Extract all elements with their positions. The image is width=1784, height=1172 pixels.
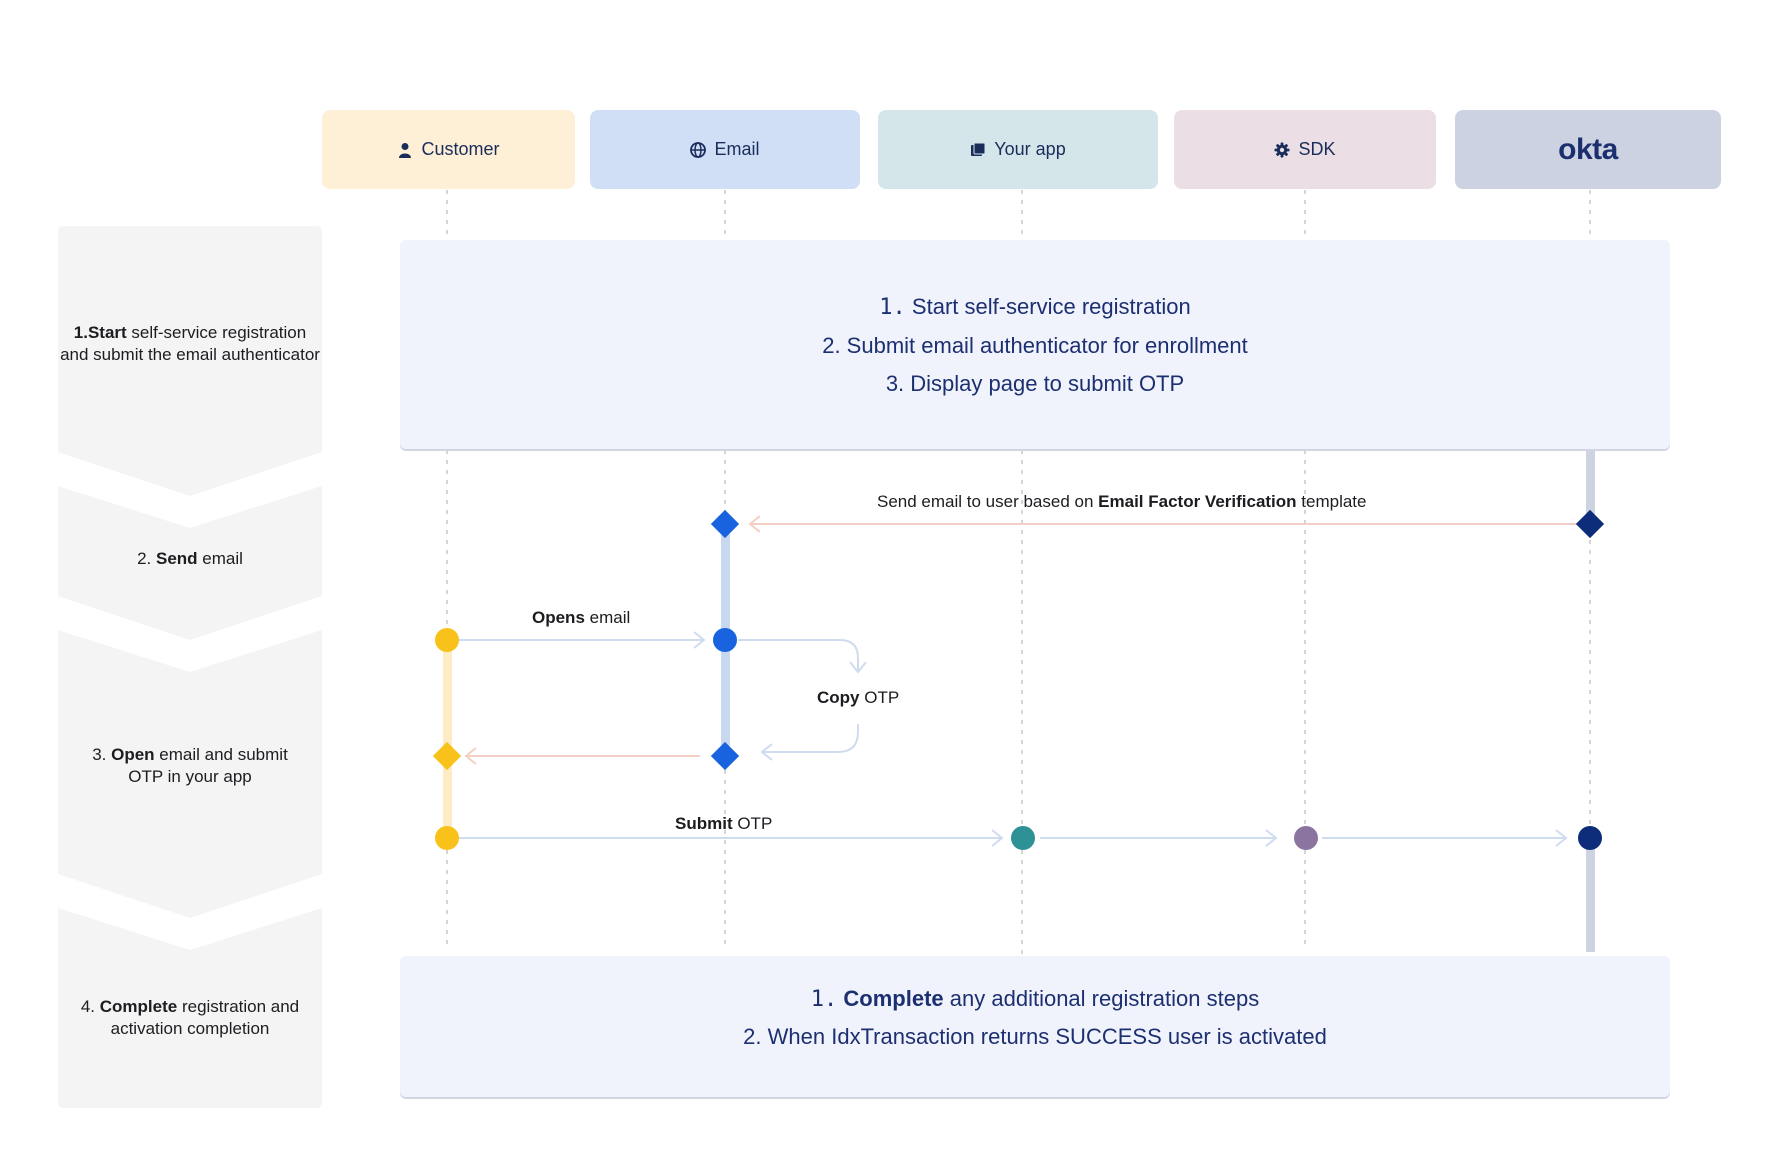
customer-submit-node	[435, 826, 459, 850]
opens-email-label: Opens email	[532, 608, 631, 627]
lane-your-app: Your app	[878, 110, 1158, 189]
email-copy-node	[710, 741, 740, 771]
completion-box: 1. Complete any additional registration …	[400, 956, 1670, 1097]
okta-logo: okta	[1558, 132, 1618, 166]
okta-submit-node	[1578, 826, 1602, 850]
okta-send-node	[1575, 509, 1605, 539]
box1-line3: 3. Display page to submit OTP	[885, 371, 1185, 396]
step-1-label: 1.Start self-service registration and su…	[60, 323, 320, 364]
lane-label: Customer	[421, 139, 500, 159]
lane-label: Email	[714, 139, 760, 159]
lane-customer: Customer	[322, 110, 575, 189]
lane-sdk: SDK	[1174, 110, 1436, 189]
step-chevron-2	[58, 486, 322, 640]
copy-otp-loop-top	[738, 639, 859, 670]
lane-label: SDK	[1298, 139, 1336, 159]
step-3-label: 3. Open email and submit OTP in your app	[92, 745, 288, 786]
copy-otp-loop-bottom	[762, 724, 859, 753]
sdk-node	[1294, 826, 1318, 850]
box2-line2: 2. When IdxTransaction returns SUCCESS u…	[743, 1024, 1327, 1049]
customer-open-node	[435, 628, 459, 652]
step-2-label: 2. Send email	[137, 549, 243, 568]
submit-otp-label: Submit OTP	[675, 814, 773, 833]
step-chevron-1	[58, 226, 322, 496]
lane-label: Your app	[994, 139, 1066, 159]
globe-icon	[690, 141, 707, 158]
email-open-node	[713, 628, 737, 652]
registration-box: 1. Start self-service registration 2. Su…	[400, 240, 1670, 449]
step-chevron-4	[58, 908, 322, 1108]
person-icon	[397, 142, 413, 158]
step-4-label: 4. Complete registration and activation …	[80, 997, 300, 1038]
box1-line1: 1. Start self-service registration	[879, 294, 1191, 320]
lane-okta: okta	[1455, 110, 1721, 189]
okta-activation-bar-1	[1586, 450, 1595, 526]
your-app-node	[1011, 826, 1035, 850]
app-icon	[970, 142, 986, 158]
box1-line2: 2. Submit email authenticator for enroll…	[822, 333, 1248, 358]
step-chevron-3	[58, 630, 322, 918]
send-email-label: Send email to user based on Email Factor…	[877, 492, 1367, 511]
customer-otp-node	[432, 741, 462, 771]
email-receive-node	[710, 509, 740, 539]
copy-otp-label: Copy OTP	[817, 688, 900, 707]
gear-icon	[1274, 142, 1290, 158]
customer-activation-bar	[443, 640, 452, 838]
lane-email: Email	[590, 110, 860, 189]
okta-activation-bar-2	[1586, 838, 1595, 952]
box2-line1: 1. Complete any additional registration …	[810, 986, 1260, 1012]
